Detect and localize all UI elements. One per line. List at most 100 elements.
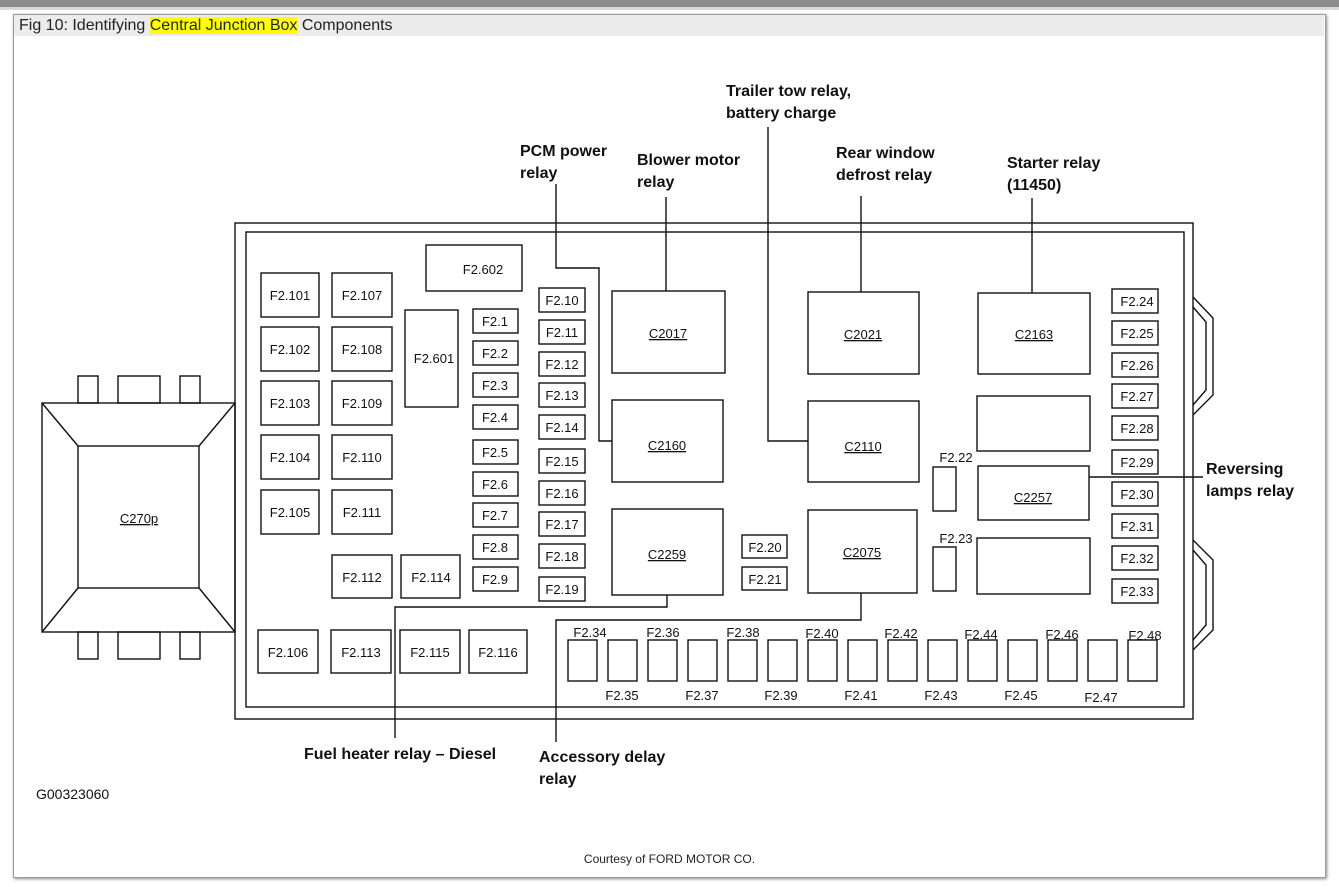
leader-accessory-delay-relay: [555, 593, 862, 742]
fuse-label: F2.42: [884, 626, 917, 641]
fuse-f2-20: [741, 534, 788, 559]
fuse-f2-33: [1111, 578, 1159, 604]
callout-pcm-power-relay-line2: relay: [520, 165, 557, 182]
callout-reversing-lamps-relay-line1: Reversing: [1206, 461, 1283, 478]
fuse-label: F2.20: [748, 540, 781, 555]
fuse-label: F2.107: [342, 288, 382, 303]
c270p-pin: [77, 375, 99, 404]
fuse-label: F2.104: [270, 450, 310, 465]
fuse-f2-46: [1047, 639, 1078, 682]
fuse-f2-115: [399, 629, 461, 674]
callout-starter-relay-line1: Starter relay: [1007, 155, 1100, 172]
fuse-f2-16: [538, 480, 586, 506]
connector-c2257: C2257: [1014, 490, 1052, 505]
callout-accessory-delay-relay-line1: Accessory delay: [539, 749, 665, 766]
fuse-f2-26: [1111, 352, 1159, 378]
fuse-f2-15: [538, 448, 586, 474]
fuse-label: F2.38: [726, 625, 759, 640]
fuse-label: F2.111: [343, 505, 382, 520]
fuse-label: F2.36: [646, 625, 679, 640]
fuse-label: F2.12: [545, 357, 578, 372]
fuse-f2-111: [331, 489, 393, 535]
fuse-label: F2.2: [482, 346, 508, 361]
fuse-f2-101: [260, 272, 320, 318]
fuse-label: F2.1: [482, 314, 508, 329]
fuse-label: F2.116: [478, 645, 518, 660]
fuse-f2-31: [1111, 513, 1159, 539]
relay-unlabeled-lower: [976, 537, 1091, 595]
fuse-label: F2.37: [685, 688, 718, 703]
fuse-label: F2.103: [270, 396, 310, 411]
fuse-f2-36: [647, 639, 678, 682]
fuse-f2-5: [472, 439, 519, 465]
caption-highlight: Central Junction Box: [149, 17, 298, 34]
fuse-f2-102: [260, 326, 320, 372]
fuse-f2-13: [538, 382, 586, 408]
fuse-f2-116: [468, 629, 528, 674]
fuse-label: F2.15: [545, 454, 578, 469]
connector-c2160: C2160: [648, 438, 686, 453]
leader-trailer-tow-relay: [767, 127, 808, 442]
fuse-label: F2.108: [342, 342, 382, 357]
fuse-label: F2.5: [482, 445, 508, 460]
fuse-f2-602: [425, 244, 523, 292]
fuse-label: F2.48: [1128, 628, 1161, 643]
fuse-f2-2: [472, 340, 519, 366]
callout-fuel-heater-relay: Fuel heater relay – Diesel: [304, 746, 496, 763]
fuse-f2-39: [767, 639, 798, 682]
fuse-f2-41: [847, 639, 878, 682]
right-clip-bottom-outer: [1192, 539, 1214, 651]
fuse-f2-6: [472, 471, 519, 497]
fuse-label: F2.18: [545, 549, 578, 564]
callout-blower-motor-relay-line1: Blower motor: [637, 152, 740, 169]
fuse-f2-4: [472, 404, 519, 430]
callout-rear-window-relay-line1: Rear window: [836, 145, 935, 162]
fuse-label: F2.3: [482, 378, 508, 393]
window-top-border-light: [0, 7, 1339, 10]
fuse-f2-21: [741, 566, 788, 591]
c270p-pin: [117, 631, 161, 660]
fuse-label: F2.7: [482, 508, 508, 523]
window-top-border: [0, 0, 1339, 7]
connector-c2163: C2163: [1015, 327, 1053, 342]
fuse-f2-32: [1111, 545, 1159, 571]
fuse-f2-106: [257, 629, 319, 674]
fuse-f2-110: [331, 434, 393, 480]
relay-c2021: [807, 291, 920, 375]
right-clip-top-inner: [1192, 306, 1207, 406]
fuse-f2-18: [538, 543, 586, 569]
fuse-label: F2.33: [1120, 584, 1153, 599]
fuse-f2-40: [807, 639, 838, 682]
caption-suffix: Components: [297, 17, 393, 34]
fuse-f2-107: [331, 272, 393, 318]
fuse-label: F2.11: [546, 325, 578, 340]
c270p-pin: [117, 375, 161, 404]
fuse-label: F2.23: [939, 531, 972, 546]
c270p-pin: [179, 631, 201, 660]
fuse-f2-22: [932, 466, 957, 512]
fuse-label: F2.45: [1004, 688, 1037, 703]
fuse-f2-3: [472, 372, 519, 398]
fuse-f2-29: [1111, 449, 1159, 475]
caption-prefix: Fig 10: Identifying: [19, 17, 150, 34]
relay-c2017: [611, 290, 726, 374]
fuse-label: F2.105: [270, 505, 310, 520]
connector-c2075: C2075: [843, 545, 881, 560]
fuse-f2-30: [1111, 481, 1159, 507]
callout-accessory-delay-relay-line2: relay: [539, 771, 576, 788]
relay-unlabeled-upper: [976, 395, 1091, 452]
fuse-f2-27: [1111, 383, 1159, 409]
callout-reversing-lamps-relay-line2: lamps relay: [1206, 483, 1294, 500]
fuse-label: F2.113: [341, 645, 381, 660]
relay-c2075: [807, 509, 918, 594]
fuse-label: F2.4: [482, 410, 508, 425]
fuse-f2-10: [538, 287, 586, 313]
fuse-f2-24: [1111, 288, 1159, 314]
fuse-label: F2.41: [844, 688, 877, 703]
fuse-label: F2.47: [1084, 690, 1117, 705]
figure-caption: Fig 10: Identifying Central Junction Box…: [14, 15, 1324, 36]
fuse-f2-35: [607, 639, 638, 682]
fuse-label: F2.29: [1120, 455, 1153, 470]
image-credit: Courtesy of FORD MOTOR CO.: [583, 852, 756, 866]
